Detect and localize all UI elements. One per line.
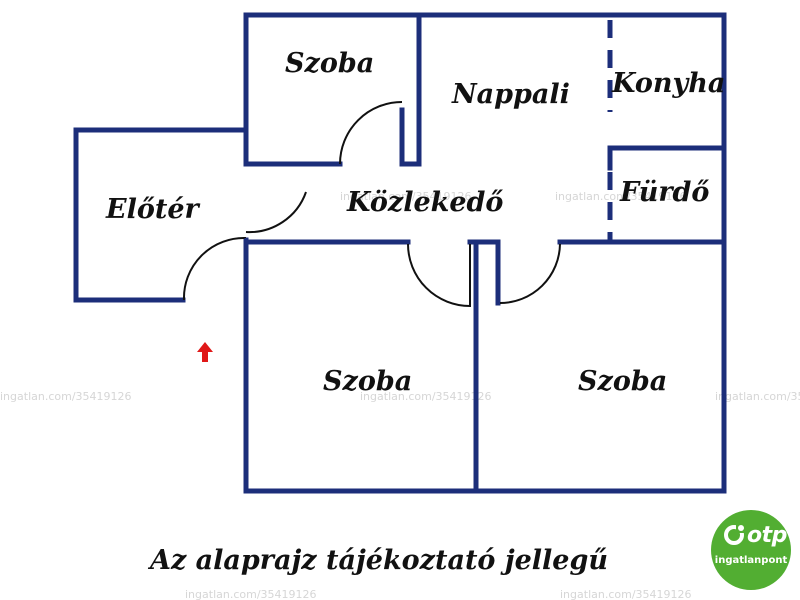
watermark-6: ingatlan.com/35419126 <box>185 588 317 600</box>
watermark-3: ingatlan.com/35419126 <box>0 390 132 403</box>
red-up-arrow-icon <box>197 342 213 362</box>
room-label-kozlekedo: Közlekedő <box>346 187 503 218</box>
watermarks: ingatlan.com/35419126 ingatlan.com/35419… <box>0 190 800 600</box>
walls <box>73 12 727 494</box>
watermark-5: ingatlan.com/35419126 <box>715 390 800 403</box>
room-label-eloter: Előtér <box>105 194 200 225</box>
room-label-szoba-bottom-right: Szoba <box>578 366 667 397</box>
watermark-2: ingatlan.com/35419126 <box>555 190 687 203</box>
plan-disclaimer-caption: Az alaprajz tájékoztató jellegű <box>150 545 608 576</box>
watermark-1: ingatlan.com/35419126 <box>340 190 472 203</box>
door-bottom-left-room <box>407 243 471 308</box>
room-label-nappali: Nappali <box>451 79 570 110</box>
otp-mark-icon <box>724 524 745 545</box>
room-label-konyha: Konyha <box>611 68 725 99</box>
door-eloter-lower <box>182 236 247 301</box>
door-bottom-right-room <box>499 243 561 304</box>
room-label-szoba-top: Szoba <box>285 48 374 79</box>
room-label-szoba-bottom-left: Szoba <box>323 366 412 397</box>
otp-sub-text: ingatlanpont <box>714 555 788 566</box>
otp-brand-text: otp <box>747 523 787 548</box>
door-eloter-upper <box>245 191 307 234</box>
room-label-furdo: Fürdő <box>619 177 709 208</box>
otp-logo-icon: otp ingatlanpont <box>711 510 791 590</box>
watermark-4: ingatlan.com/35419126 <box>360 390 492 403</box>
door-swings <box>182 101 561 308</box>
door-szoba-top <box>339 101 403 165</box>
watermark-7: ingatlan.com/35419126 <box>560 588 692 600</box>
